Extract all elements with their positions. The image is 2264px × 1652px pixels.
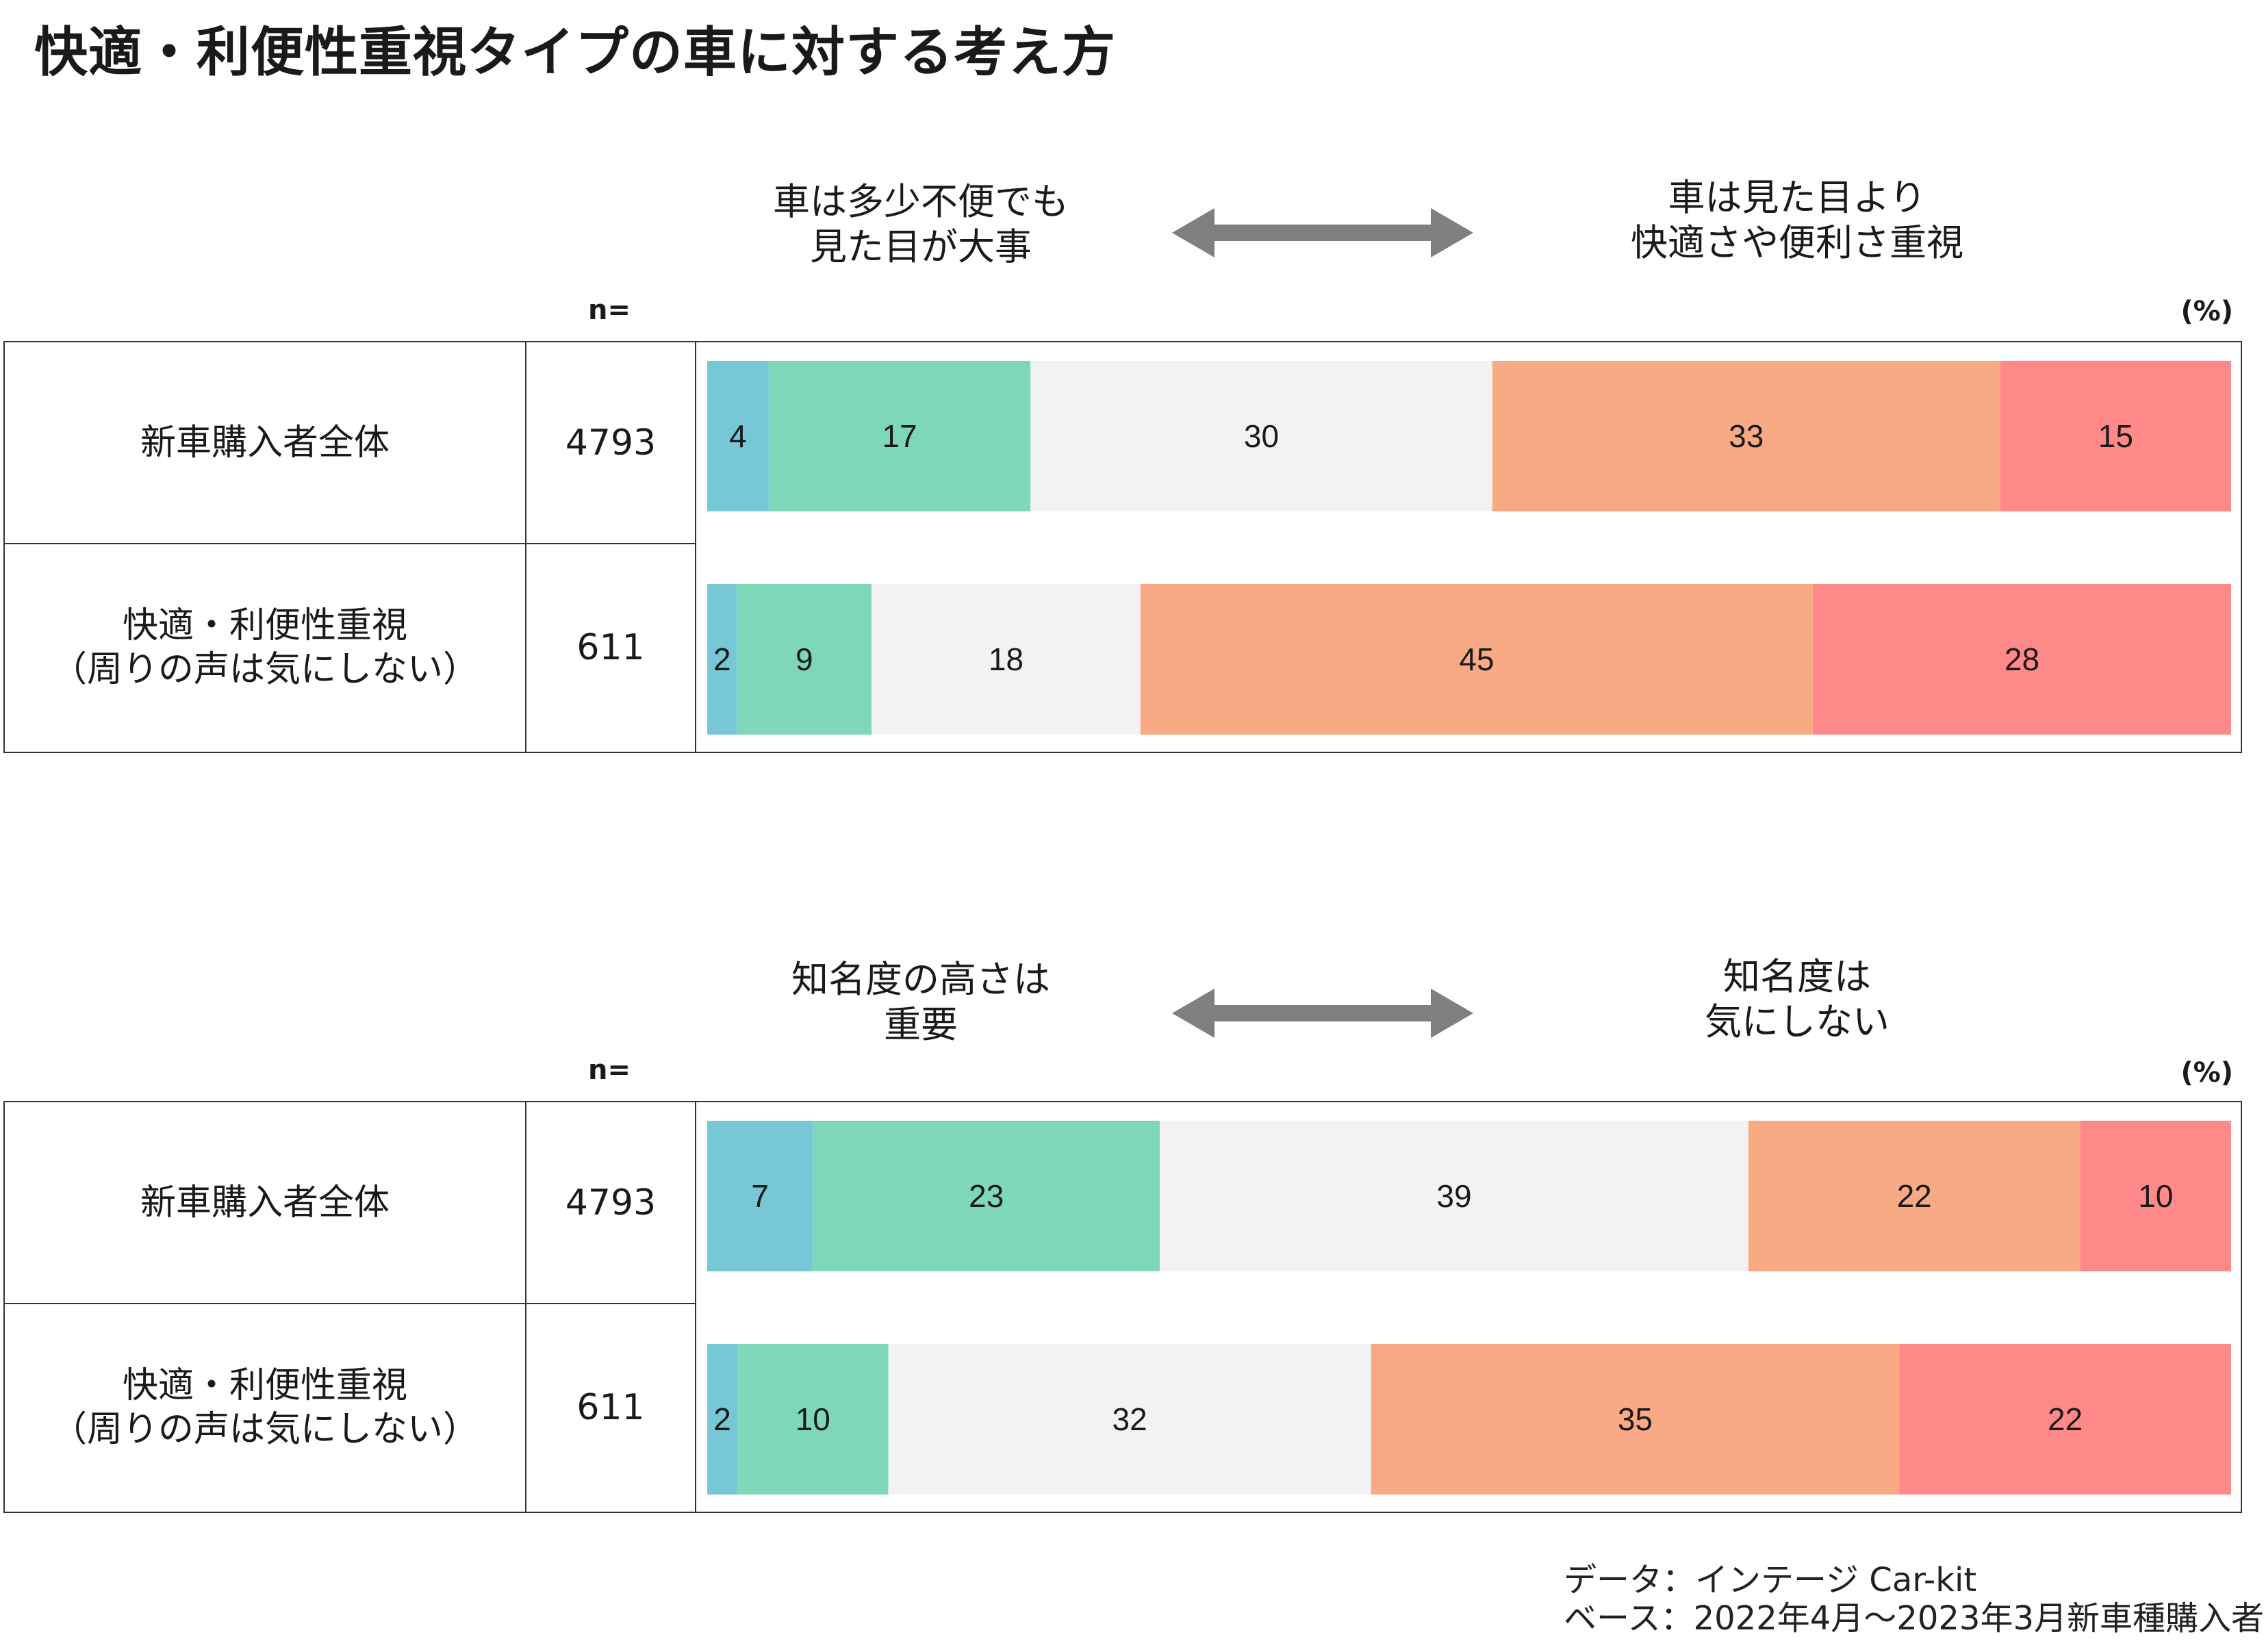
left-scale-label: 車は多少不便でも 見た目が大事 (709, 179, 1133, 270)
data-label: 9 (796, 641, 813, 677)
data-label: 32 (1112, 1401, 1147, 1437)
bar-segment (888, 1344, 1371, 1495)
data-label: 35 (1618, 1401, 1653, 1437)
right-scale-label-line1: 知名度は (1723, 955, 1871, 998)
data-source-line: データ：インテージ Car-kit (1564, 1561, 1977, 1599)
bar-segment (1160, 1121, 1748, 1271)
stacked-bar-chart-2: 7 23 39 22 10 2 10 32 35 22 (707, 1121, 2231, 1495)
right-scale-label: 知名度は 気にしない (1585, 954, 2009, 1045)
row-label: 新車購入者全体 (5, 342, 525, 544)
data-label: 18 (989, 641, 1023, 677)
chart-grid-1: 新車購入者全体 4793 快適・利便性重視 （周りの声は気にしない） 611 4… (3, 341, 2242, 753)
bar-segment (707, 361, 769, 511)
bar-segment (2000, 361, 2231, 511)
percent-header: (%) (2180, 1057, 2233, 1089)
row-label: 快適・利便性重視 （周りの声は気にしない） (5, 544, 525, 752)
double-arrow-icon (1172, 208, 1473, 257)
bar-segment (707, 1344, 738, 1495)
data-label: 2 (713, 641, 731, 677)
data-label: 2 (713, 1401, 731, 1437)
page-title: 快適・利便性重視タイプの車に対する考え方 (34, 22, 1117, 84)
double-arrow-icon (1172, 989, 1473, 1038)
row-divider (5, 1303, 696, 1304)
row-label: 快適・利便性重視 （周りの声は気にしない） (5, 1304, 525, 1512)
row-label-line2: （周りの声は気にしない） (51, 649, 479, 690)
percent-header: (%) (2180, 296, 2233, 327)
bar-segment (707, 1121, 813, 1271)
data-label: 22 (1897, 1178, 1932, 1214)
bar-segment (737, 1344, 889, 1495)
row-divider (5, 543, 696, 544)
bar-segment (1140, 584, 1813, 735)
chart-grid-2: 新車購入者全体 4793 快適・利便性重視 （周りの声は気にしない） 611 7… (3, 1101, 2242, 1513)
row-n-value: 611 (525, 544, 696, 752)
data-label: 45 (1459, 641, 1494, 677)
data-label: 10 (2138, 1178, 2173, 1214)
right-scale-label-line2: 快適さや便利さ重視 (1631, 221, 1963, 264)
n-header: n= (588, 1054, 631, 1086)
row-n-value: 4793 (525, 1102, 696, 1304)
left-scale-label-line1: 知名度の高さは (791, 958, 1050, 1001)
row-n-value: 611 (525, 1304, 696, 1512)
bar-segment (1899, 1344, 2231, 1495)
row-label-line1: 新車購入者全体 (140, 422, 390, 463)
data-label: 39 (1436, 1178, 1471, 1214)
bar-segment (1030, 361, 1492, 511)
bar-segment (1748, 1121, 2081, 1271)
left-scale-label-line2: 見た目が大事 (810, 225, 1032, 268)
right-scale-label: 車は見た目より 快適さや便利さ重視 (1585, 175, 2009, 266)
source-note: データ：インテージ Car-kit ベース：2022年4月～2023年3月新車種… (1564, 1561, 2264, 1638)
right-scale-label-line2: 気にしない (1705, 1000, 1890, 1043)
row-n-value: 4793 (525, 342, 696, 544)
base-line: ベース：2022年4月～2023年3月新車種購入者 (1564, 1599, 2264, 1638)
bar-segment (2080, 1121, 2231, 1271)
data-label: 15 (2098, 418, 2133, 454)
row-label: 新車購入者全体 (5, 1102, 525, 1304)
data-label: 22 (2048, 1401, 2083, 1437)
bar-segment (813, 1121, 1160, 1271)
data-label: 17 (882, 418, 917, 454)
data-label: 33 (1729, 418, 1764, 454)
left-scale-label-line1: 車は多少不便でも (773, 180, 1069, 223)
left-scale-label: 知名度の高さは 重要 (709, 957, 1133, 1047)
row-label-line2: （周りの声は気にしない） (51, 1409, 479, 1450)
row-label-line1: 快適・利便性重視 (122, 1365, 407, 1406)
n-header: n= (588, 294, 631, 326)
bar-segment (1492, 361, 2000, 511)
bar-segment (707, 584, 737, 735)
left-scale-label-line2: 重要 (884, 1003, 958, 1046)
stacked-bar-chart-1: 4 17 30 33 15 2 9 18 45 28 (707, 361, 2231, 735)
data-label: 4 (729, 418, 747, 454)
bar-segment (1371, 1344, 1900, 1495)
right-scale-label-line1: 車は見た目より (1668, 176, 1926, 219)
bar-segment (768, 361, 1031, 511)
data-label: 23 (969, 1178, 1004, 1214)
bar-segment (1812, 584, 2231, 735)
row-label-line1: 新車購入者全体 (140, 1182, 390, 1223)
data-label: 28 (2005, 641, 2039, 677)
bar-segment (872, 584, 1141, 735)
data-label: 30 (1244, 418, 1279, 454)
data-label: 7 (751, 1178, 769, 1214)
data-label: 10 (796, 1401, 830, 1437)
bar-segment (737, 584, 872, 735)
row-label-line1: 快適・利便性重視 (122, 605, 407, 646)
